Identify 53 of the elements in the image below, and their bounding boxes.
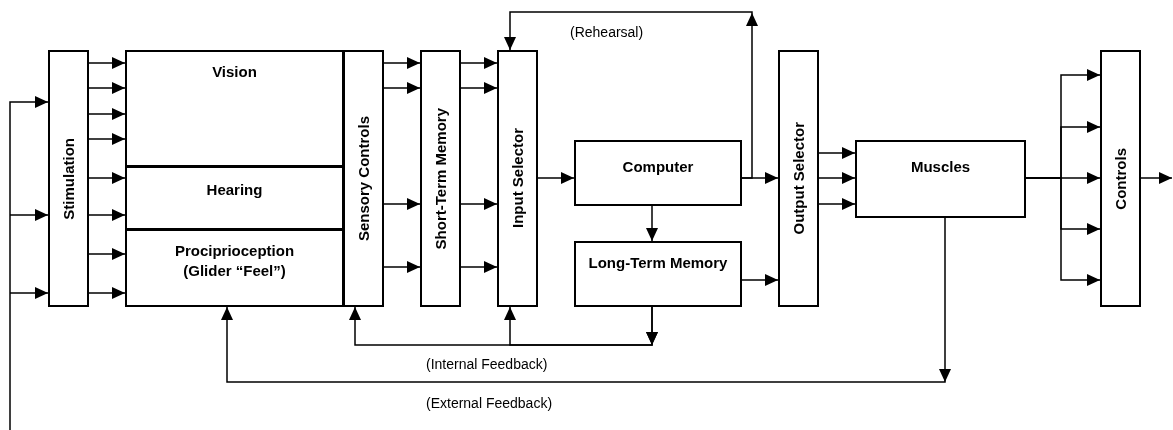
arrow [88, 82, 126, 94]
arrow [88, 287, 126, 299]
arrow [88, 57, 126, 69]
arrow [9, 209, 49, 221]
arrow [460, 82, 498, 94]
arrow [460, 198, 498, 210]
process-box [1100, 50, 1141, 307]
arrow [1140, 172, 1173, 184]
arrow [460, 261, 498, 273]
node-label: Sensory Controls [353, 116, 373, 241]
arrow [818, 147, 856, 159]
node-label: Vision [212, 62, 257, 82]
node-label: Long-Term Memory [588, 253, 728, 273]
arrow [646, 205, 658, 242]
arrow [88, 209, 126, 221]
process-box [343, 50, 384, 307]
arrow [537, 172, 575, 184]
node-label: Output Selector [788, 122, 808, 235]
arrow [383, 57, 421, 69]
arrow [9, 287, 49, 299]
node-label: Controls [1110, 147, 1130, 210]
arrow [383, 82, 421, 94]
arrow [88, 172, 126, 184]
edge-label: (Internal Feedback) [424, 356, 550, 372]
process-box [420, 50, 461, 307]
arrow [383, 198, 421, 210]
process-box [125, 166, 344, 230]
process-box [497, 50, 538, 307]
node-label: Hearing [206, 180, 263, 200]
node-label: Stimulation [58, 137, 78, 220]
edge-label: (Rehearsal) [568, 24, 646, 40]
arrow [460, 57, 498, 69]
arrow [88, 133, 126, 145]
process-box [574, 241, 742, 307]
node-label: Input Selector [507, 128, 527, 229]
arrow [88, 108, 126, 120]
arrow [88, 248, 126, 260]
arrow [818, 172, 856, 184]
arrow [741, 274, 779, 286]
node-label: Short-Term Memory [430, 107, 450, 250]
edge-label: (External Feedback) [424, 395, 555, 411]
process-box [855, 140, 1026, 218]
node-label: Muscles [910, 157, 971, 177]
node-label: Computer [622, 157, 694, 177]
process-box [778, 50, 819, 307]
process-box [574, 140, 742, 206]
arrow [9, 96, 49, 430]
node-label: Prociprioception (Glider “Feel”) [173, 241, 296, 280]
arrow [383, 261, 421, 273]
arrow [818, 198, 856, 210]
process-box [125, 50, 344, 167]
process-box [125, 229, 344, 307]
process-box [48, 50, 89, 307]
